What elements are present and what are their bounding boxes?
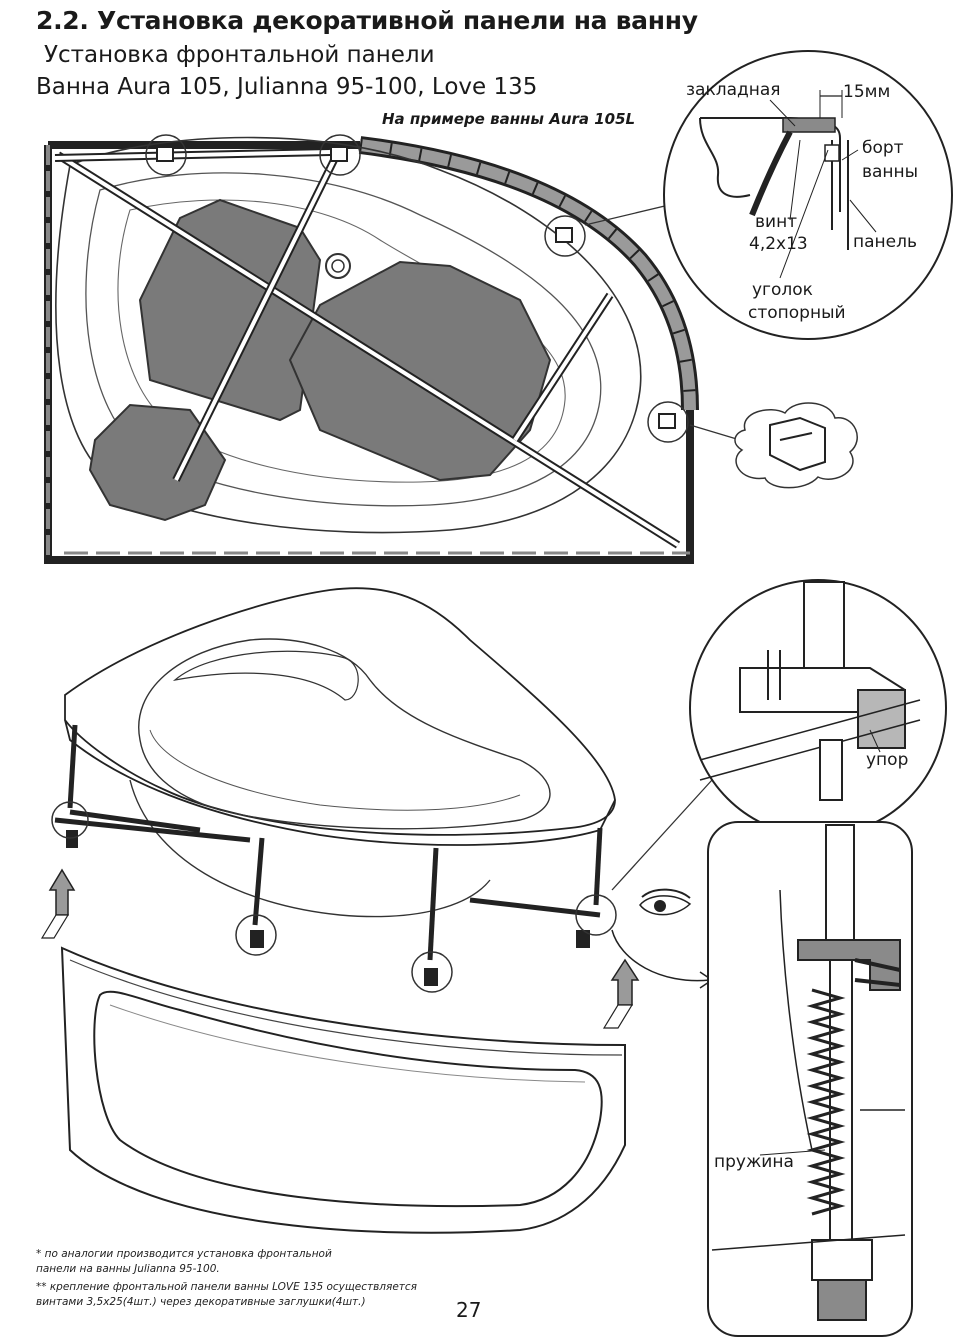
clip-marker-4 (647, 401, 689, 443)
leg-marker-1 (235, 914, 277, 956)
arrow-to-spring-detail (611, 929, 711, 982)
page-number: 27 (456, 1298, 482, 1322)
rim-detail-callout (663, 50, 953, 340)
label-rim-2: ванны (862, 162, 919, 182)
leg-marker-3 (575, 894, 617, 936)
footnote-line-2: панели на ванны Julianna 95-100. (36, 1263, 220, 1275)
subtitle: Установка фронтальной панели (44, 42, 435, 68)
label-screw-2: 4,2х13 (749, 234, 808, 254)
label-screw-1: винт (755, 212, 798, 232)
footnote-line-3: ** крепление фронтальной панели ванны LO… (36, 1281, 417, 1293)
label-corner-1: уголок (752, 280, 813, 300)
label-embed: закладная (686, 80, 781, 100)
leg-marker-2 (411, 951, 453, 993)
up-arrow-right-icon (602, 958, 640, 1029)
label-gap: 15мм (843, 82, 891, 102)
section-title: 2.2. Установка декоративной панели на ва… (36, 6, 698, 35)
front-panel-drawing (60, 946, 626, 1234)
clip-marker-2 (319, 134, 361, 176)
footnote-line-4: винтами 3,5х25(4шт.) через декоративные … (36, 1296, 366, 1308)
spring-detail-callout (707, 821, 913, 1337)
label-rim-1: борт (862, 138, 904, 158)
stop-detail-callout (689, 579, 947, 837)
eye-icon (639, 888, 692, 916)
bath-3d-diagram (51, 587, 617, 993)
footnote-line-1: * по аналогии производится установка фро… (36, 1248, 332, 1260)
label-corner-2: стопорный (748, 303, 846, 323)
clip-marker-1 (145, 134, 187, 176)
models-line: Ванна Aura 105, Julianna 95-100, Love 13… (36, 74, 538, 100)
support-plate-center (288, 260, 552, 482)
up-arrow-left-icon (40, 868, 76, 939)
support-plate-small (88, 403, 227, 522)
example-note: На примере ванны Aura 105L (382, 110, 636, 128)
drain-icon (325, 253, 351, 279)
label-panel: панель (853, 232, 917, 252)
top-view-diagram (44, 134, 741, 564)
support-plate-left (138, 198, 322, 422)
clip-cloud-callout (734, 402, 858, 489)
label-spring: пружина (714, 1152, 794, 1172)
clip-marker-3 (544, 215, 586, 257)
label-stop: упор (866, 750, 909, 770)
